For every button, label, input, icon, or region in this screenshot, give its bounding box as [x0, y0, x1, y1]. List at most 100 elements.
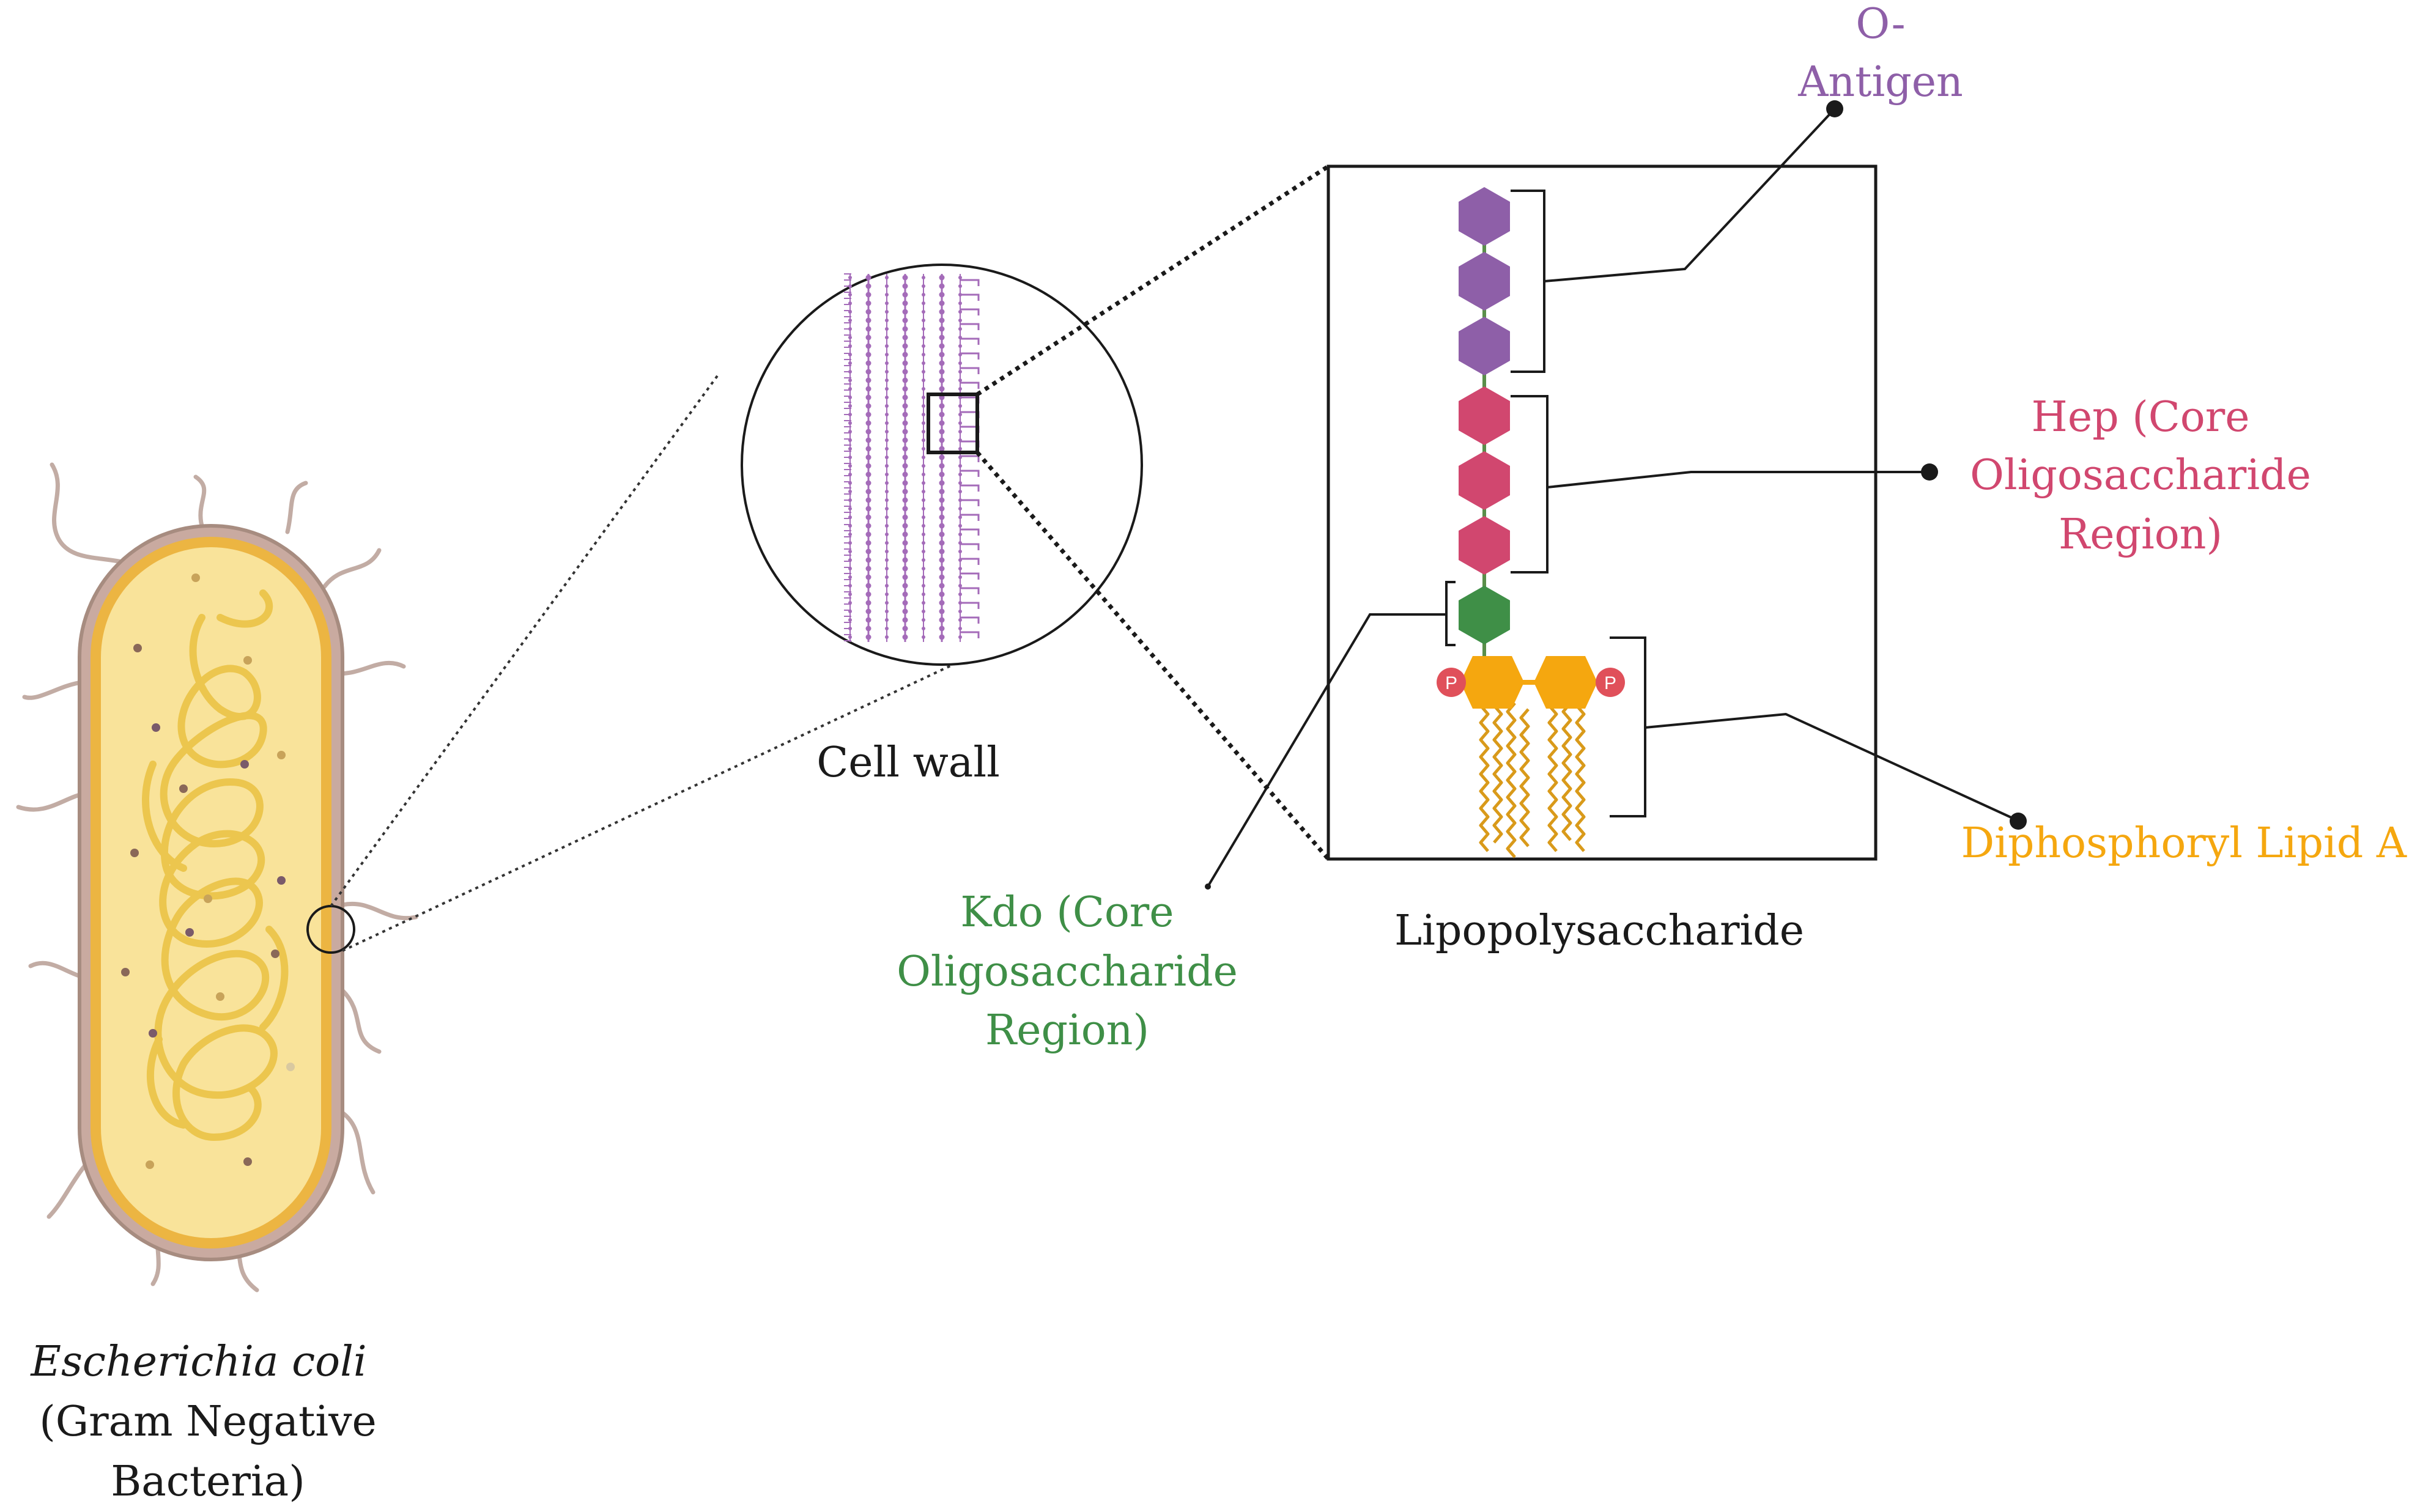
membrane-bead [958, 550, 962, 553]
membrane-bead [885, 481, 889, 485]
membrane-bead [865, 608, 871, 614]
membrane-bead [922, 336, 925, 339]
membrane-bead [902, 566, 908, 572]
membrane-bead [958, 533, 962, 536]
membrane-bead [848, 618, 852, 622]
hep-hexagon [1459, 451, 1510, 510]
membrane-bead [958, 310, 962, 314]
membrane-tick [960, 528, 980, 536]
membrane-bead [958, 627, 962, 630]
membrane-bead [939, 591, 945, 597]
membrane-bead [902, 634, 908, 640]
membrane-bead [885, 310, 889, 314]
membrane-bead [922, 370, 925, 374]
membrane-bead [902, 429, 908, 435]
membrane-bead [958, 575, 962, 579]
membrane-bead [939, 377, 945, 383]
leader-lines [1207, 108, 2016, 888]
membrane-bead [848, 575, 852, 579]
membrane-bead [958, 276, 962, 279]
membrane-bead [958, 404, 962, 408]
membrane-bead [885, 635, 889, 639]
membrane-bead [885, 404, 889, 408]
bacterium [16, 462, 418, 1293]
hep-leader [1547, 471, 1926, 489]
membrane-bead [865, 386, 871, 392]
membrane-bead [939, 283, 945, 289]
membrane-bead [939, 352, 945, 358]
membrane-bead [922, 413, 925, 416]
membrane-bead [902, 275, 908, 281]
phosphate-left [1437, 668, 1466, 697]
membrane-bead [939, 625, 945, 632]
membrane-bead [939, 369, 945, 375]
membrane-bead [902, 600, 908, 606]
membrane-tick [960, 543, 980, 550]
hep-bracket [1511, 395, 1549, 573]
membrane-bead [885, 396, 889, 399]
membrane-bead [885, 413, 889, 416]
membrane-bead [939, 420, 945, 426]
hep-dot [1921, 463, 1938, 481]
membrane-bead [958, 421, 962, 425]
membrane-tick [960, 323, 980, 330]
membrane-tick [960, 514, 980, 521]
membrane-bead [885, 276, 889, 279]
membrane-bead [939, 634, 945, 640]
membrane-bead [939, 497, 945, 503]
membrane-tick [960, 572, 980, 580]
membrane-bead [958, 464, 962, 468]
o-antigen-hexagon [1459, 187, 1510, 246]
membrane-bead [848, 378, 852, 382]
membrane-bead [939, 489, 945, 495]
membrane-bead [939, 600, 945, 606]
membrane-bead [922, 455, 925, 459]
membrane-bead [939, 574, 945, 580]
membrane-bead [865, 275, 871, 281]
membrane-bead [939, 514, 945, 520]
o-antigen-label-line2: Antigen [1797, 58, 1963, 106]
membrane-bead [865, 463, 871, 469]
membrane-bead [922, 378, 925, 382]
o-antigen-hexagon [1459, 317, 1510, 375]
hep-hexagon [1459, 516, 1510, 575]
membrane-bead [922, 584, 925, 588]
membrane-bead [885, 301, 889, 305]
membrane-bead [922, 533, 925, 536]
hep-hexagon [1459, 386, 1510, 445]
hep-label: Hep (Core Oligosaccharide Region) [1970, 393, 2311, 559]
membrane-bead [939, 292, 945, 298]
membrane-bead [902, 531, 908, 537]
membrane-bead [922, 567, 925, 570]
membrane-bead [848, 404, 852, 408]
membrane-bead [865, 531, 871, 537]
membrane-tick [960, 352, 980, 360]
membrane-bead [902, 557, 908, 563]
hep-label-line1: Hep (Core [2032, 393, 2250, 441]
membrane-bead [865, 557, 871, 563]
membrane-bead [885, 473, 889, 476]
membrane-bead [865, 411, 871, 418]
membrane-bead [865, 566, 871, 572]
membrane-bead [902, 326, 908, 332]
membrane-bead [922, 361, 925, 365]
membrane-tick [960, 484, 980, 492]
membrane-bead [939, 309, 945, 315]
lps-frame [1327, 164, 1878, 861]
o-antigen-dot [1826, 100, 1843, 117]
membrane-bead [922, 498, 925, 502]
membrane-bead [885, 567, 889, 570]
glucosamine-hexagon [1460, 656, 1524, 709]
lipid-a-leader [1645, 712, 2016, 821]
membrane-bead [902, 411, 908, 418]
membrane-bead [865, 548, 871, 555]
kdo-hexagon [1459, 586, 1510, 644]
membrane-bead [902, 454, 908, 460]
membrane-bead [848, 533, 852, 536]
zoom-lines-lps [975, 164, 1330, 861]
membrane-bead [865, 292, 871, 298]
membrane-bead [885, 447, 889, 451]
membrane-bead [902, 360, 908, 366]
lipid-tails [1479, 696, 1586, 858]
membrane-bead [922, 490, 925, 493]
